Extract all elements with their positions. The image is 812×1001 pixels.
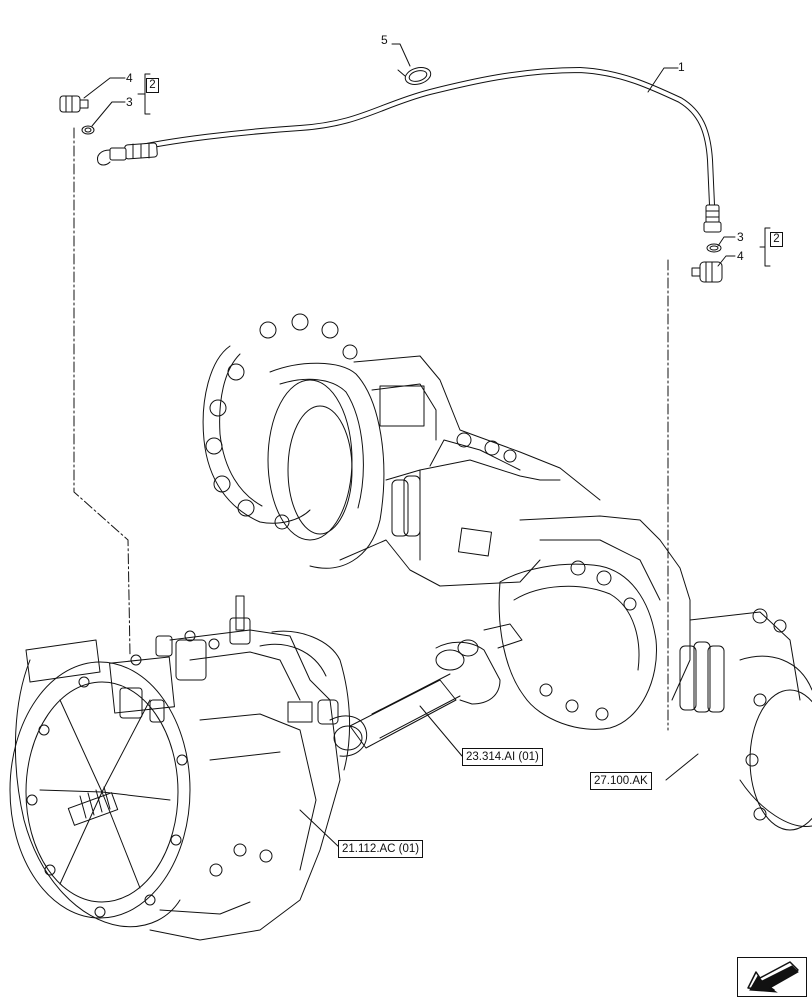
reference-transmission-link[interactable]: 21.112.AC (01) bbox=[338, 840, 424, 858]
callout-5: 5 bbox=[381, 33, 388, 47]
hydraulic-hose bbox=[97, 67, 722, 233]
callout-leaders bbox=[83, 43, 771, 267]
hose-clip bbox=[397, 67, 432, 85]
callout-left-3: 3 bbox=[126, 95, 133, 109]
right-sealing-washer bbox=[706, 243, 722, 253]
rear-axle-assembly bbox=[202, 313, 812, 831]
arrow-navigation-icon bbox=[747, 961, 799, 993]
callout-right-3: 3 bbox=[737, 230, 744, 244]
reference-axle-link[interactable]: 27.100.AK bbox=[590, 772, 652, 790]
callout-right-4: 4 bbox=[737, 249, 744, 263]
callout-left-4: 4 bbox=[126, 71, 133, 85]
callout-right-group-2: 2 bbox=[770, 232, 783, 247]
connection-lines bbox=[73, 127, 669, 731]
left-elbow-fitting bbox=[59, 95, 89, 113]
right-elbow-fitting bbox=[691, 261, 723, 283]
callout-1: 1 bbox=[678, 60, 685, 74]
callout-left-group-2: 2 bbox=[146, 78, 159, 93]
transmission-assembly bbox=[9, 595, 351, 941]
reference-leaders bbox=[299, 705, 699, 849]
navigation-button[interactable] bbox=[737, 957, 807, 997]
reference-driveshaft-link[interactable]: 23.314.AI (01) bbox=[462, 748, 543, 766]
drive-shaft bbox=[329, 623, 523, 757]
left-sealing-washer bbox=[81, 125, 95, 135]
